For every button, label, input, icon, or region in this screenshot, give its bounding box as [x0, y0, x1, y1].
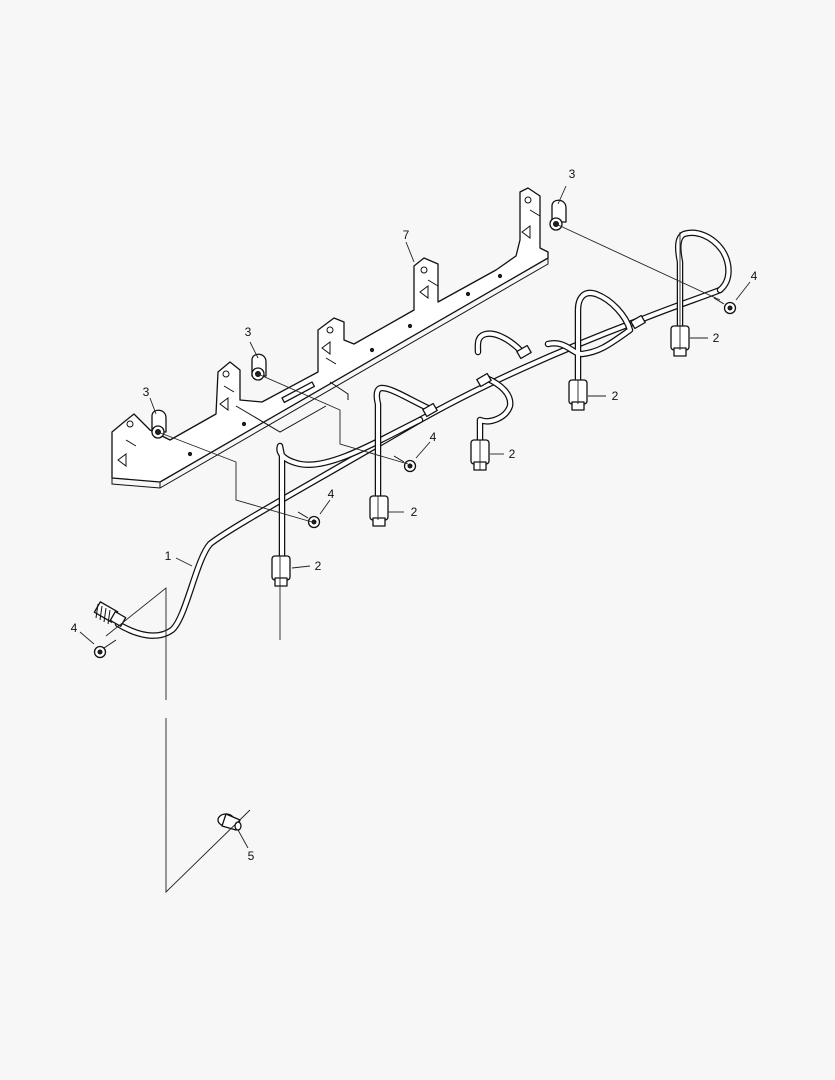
callout-4-left: 4 — [71, 621, 78, 635]
bolt-middle — [393, 455, 417, 473]
callout-2-nut-5: 2 — [713, 331, 720, 345]
callout-4-right: 4 — [751, 269, 758, 283]
callout-4-lower: 4 — [328, 487, 335, 501]
callout-4-middle: 4 — [430, 430, 437, 444]
callout-labels: 1 2 2 2 2 2 3 3 3 4 4 4 4 5 7 — [71, 167, 758, 863]
tube-clip-right — [549, 199, 567, 231]
callout-2-nut-3: 2 — [509, 447, 516, 461]
banjo-fitting-detail — [217, 813, 242, 831]
callout-3-left: 3 — [143, 385, 150, 399]
fuel-injection-lines — [114, 229, 732, 639]
callout-2-nut-4: 2 — [612, 389, 619, 403]
callout-1: 1 — [165, 549, 172, 563]
inlet-fitting — [93, 601, 127, 627]
bolt-lower — [297, 511, 321, 529]
callout-2-nut-2: 2 — [411, 505, 418, 519]
callout-3-right: 3 — [569, 167, 576, 181]
callout-5: 5 — [248, 849, 255, 863]
callout-2-nut-1: 2 — [315, 559, 322, 573]
bolt-left — [93, 639, 117, 659]
injector-nut-2 — [369, 495, 389, 527]
bolt-right — [713, 297, 737, 315]
callout-7: 7 — [403, 228, 410, 242]
callout-3-middle: 3 — [245, 325, 252, 339]
leader-lines — [79, 185, 751, 894]
injector-nut-1 — [271, 555, 291, 587]
mounting-bracket — [111, 187, 549, 489]
